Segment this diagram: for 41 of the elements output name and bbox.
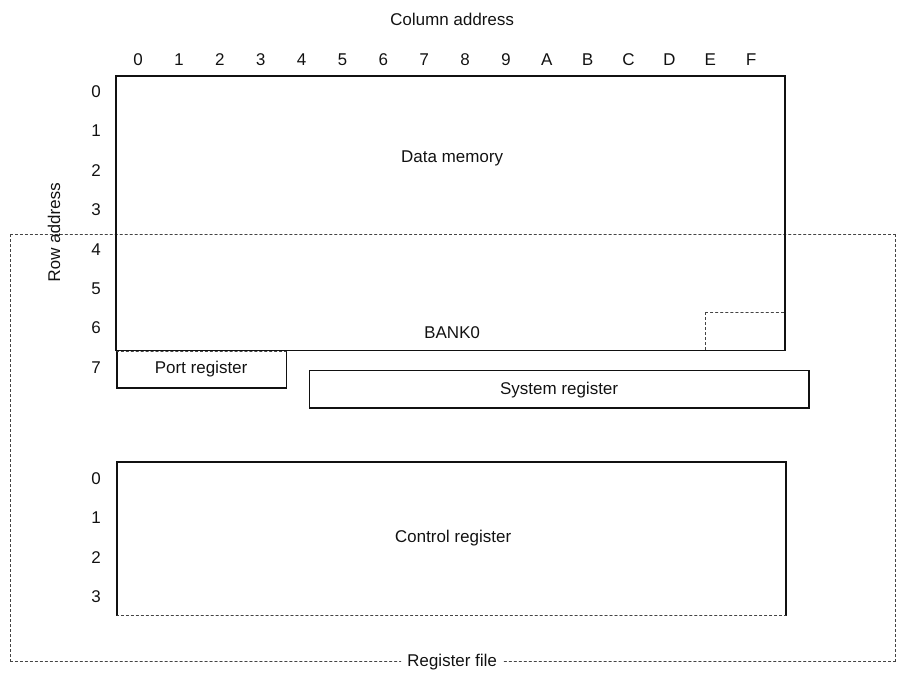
row-number: 6 [91,318,101,338]
column-number: F [746,50,756,70]
region-label: System register [500,379,618,399]
column-number: 7 [419,50,429,70]
region-label: Port register [154,358,248,378]
region-label: Register file [401,651,503,671]
bank-label: BANK0 [424,323,480,343]
column-number: E [704,50,716,70]
column-number: 0 [133,50,143,70]
region-label: Control register [394,527,512,547]
register-box [116,461,787,616]
register-box [116,351,287,389]
row-number: 2 [91,548,101,568]
memory-area [115,75,786,351]
row-number: 0 [91,469,101,489]
column-number: D [663,50,676,70]
column-number: 8 [460,50,470,70]
column-number: 6 [378,50,388,70]
row-number: 4 [91,240,101,260]
column-number: C [622,50,635,70]
column-number: 3 [256,50,266,70]
row-number: 1 [91,508,101,528]
row-number: 1 [91,121,101,142]
axis-title: Row address [45,182,65,282]
row-number: 5 [91,279,101,299]
dashed-region-box [705,312,784,350]
row-number: 3 [91,587,101,608]
row-number: 7 [91,358,101,378]
column-number: 4 [296,50,306,70]
axis-title: Column address [390,10,514,30]
column-number: 1 [174,50,184,70]
column-number: A [541,50,552,70]
column-number: B [582,50,594,70]
column-number: 2 [215,50,224,70]
column-number: 5 [338,50,348,70]
column-number: 9 [501,50,511,70]
region-label: Data memory [400,147,504,167]
row-number: 0 [91,82,101,102]
row-number: 3 [91,200,101,220]
row-number: 2 [91,160,101,181]
register-box [309,370,810,409]
